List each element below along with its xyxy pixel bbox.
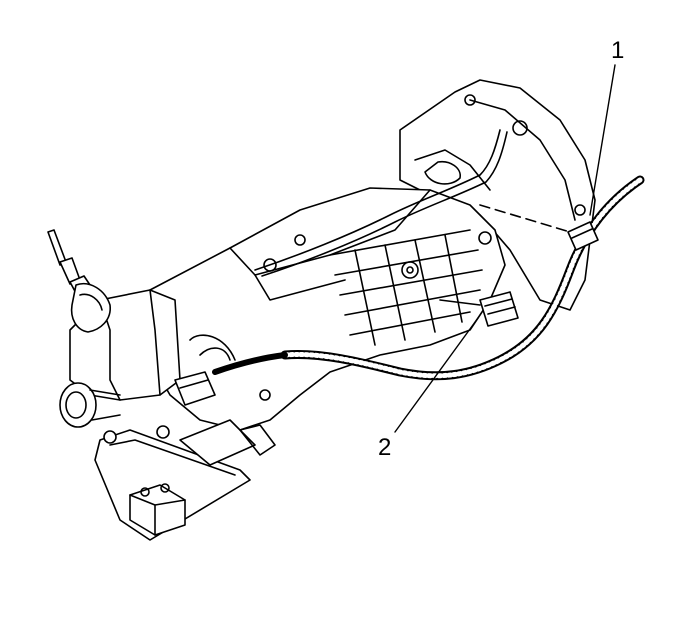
callout-1-label: 1 <box>611 37 625 64</box>
callout-2-leader <box>394 317 479 433</box>
routing-dashed-line <box>479 204 571 233</box>
connector-2 <box>439 291 519 327</box>
connector-1 <box>567 221 599 251</box>
mount-bracket <box>94 419 276 541</box>
callout-1-leader <box>589 64 616 216</box>
transmission-case <box>149 187 506 431</box>
hydraulic-line <box>254 129 508 277</box>
callout-2-label: 2 <box>378 434 392 461</box>
front-connector-cluster <box>174 334 236 406</box>
shift-lever <box>47 229 111 333</box>
